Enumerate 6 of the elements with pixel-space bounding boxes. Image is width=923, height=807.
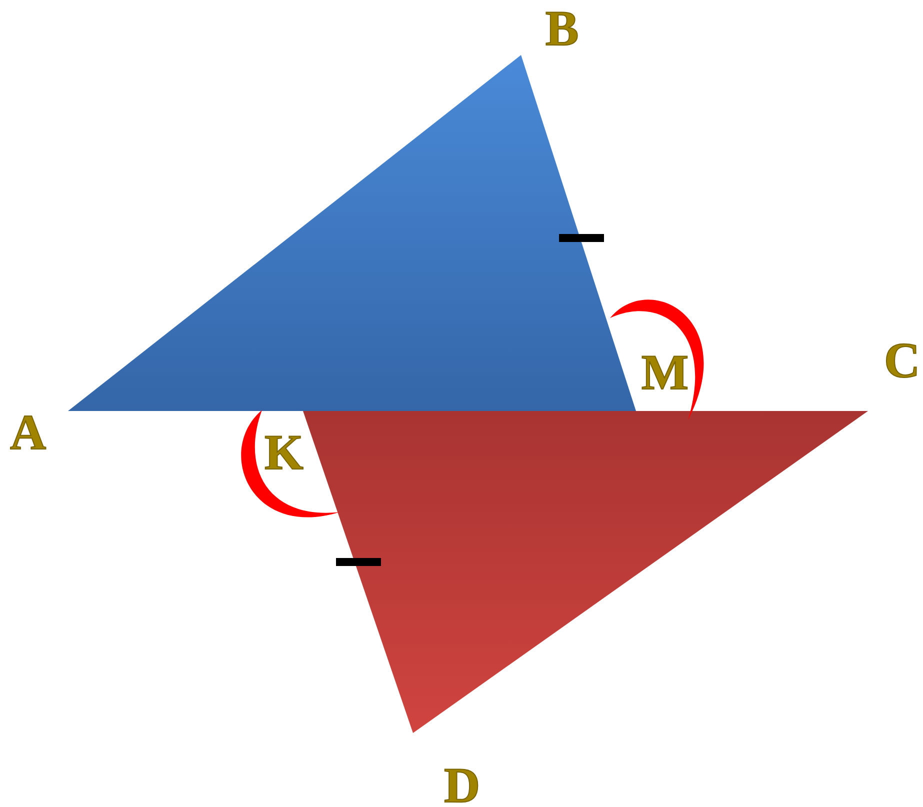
vertex-label: K bbox=[264, 427, 304, 477]
vertex-label: B bbox=[545, 3, 579, 53]
vertex-label: D bbox=[444, 760, 480, 807]
vertex-label: A bbox=[10, 407, 46, 457]
vertex-label: C bbox=[884, 335, 920, 385]
vertex-label: M bbox=[641, 347, 689, 397]
